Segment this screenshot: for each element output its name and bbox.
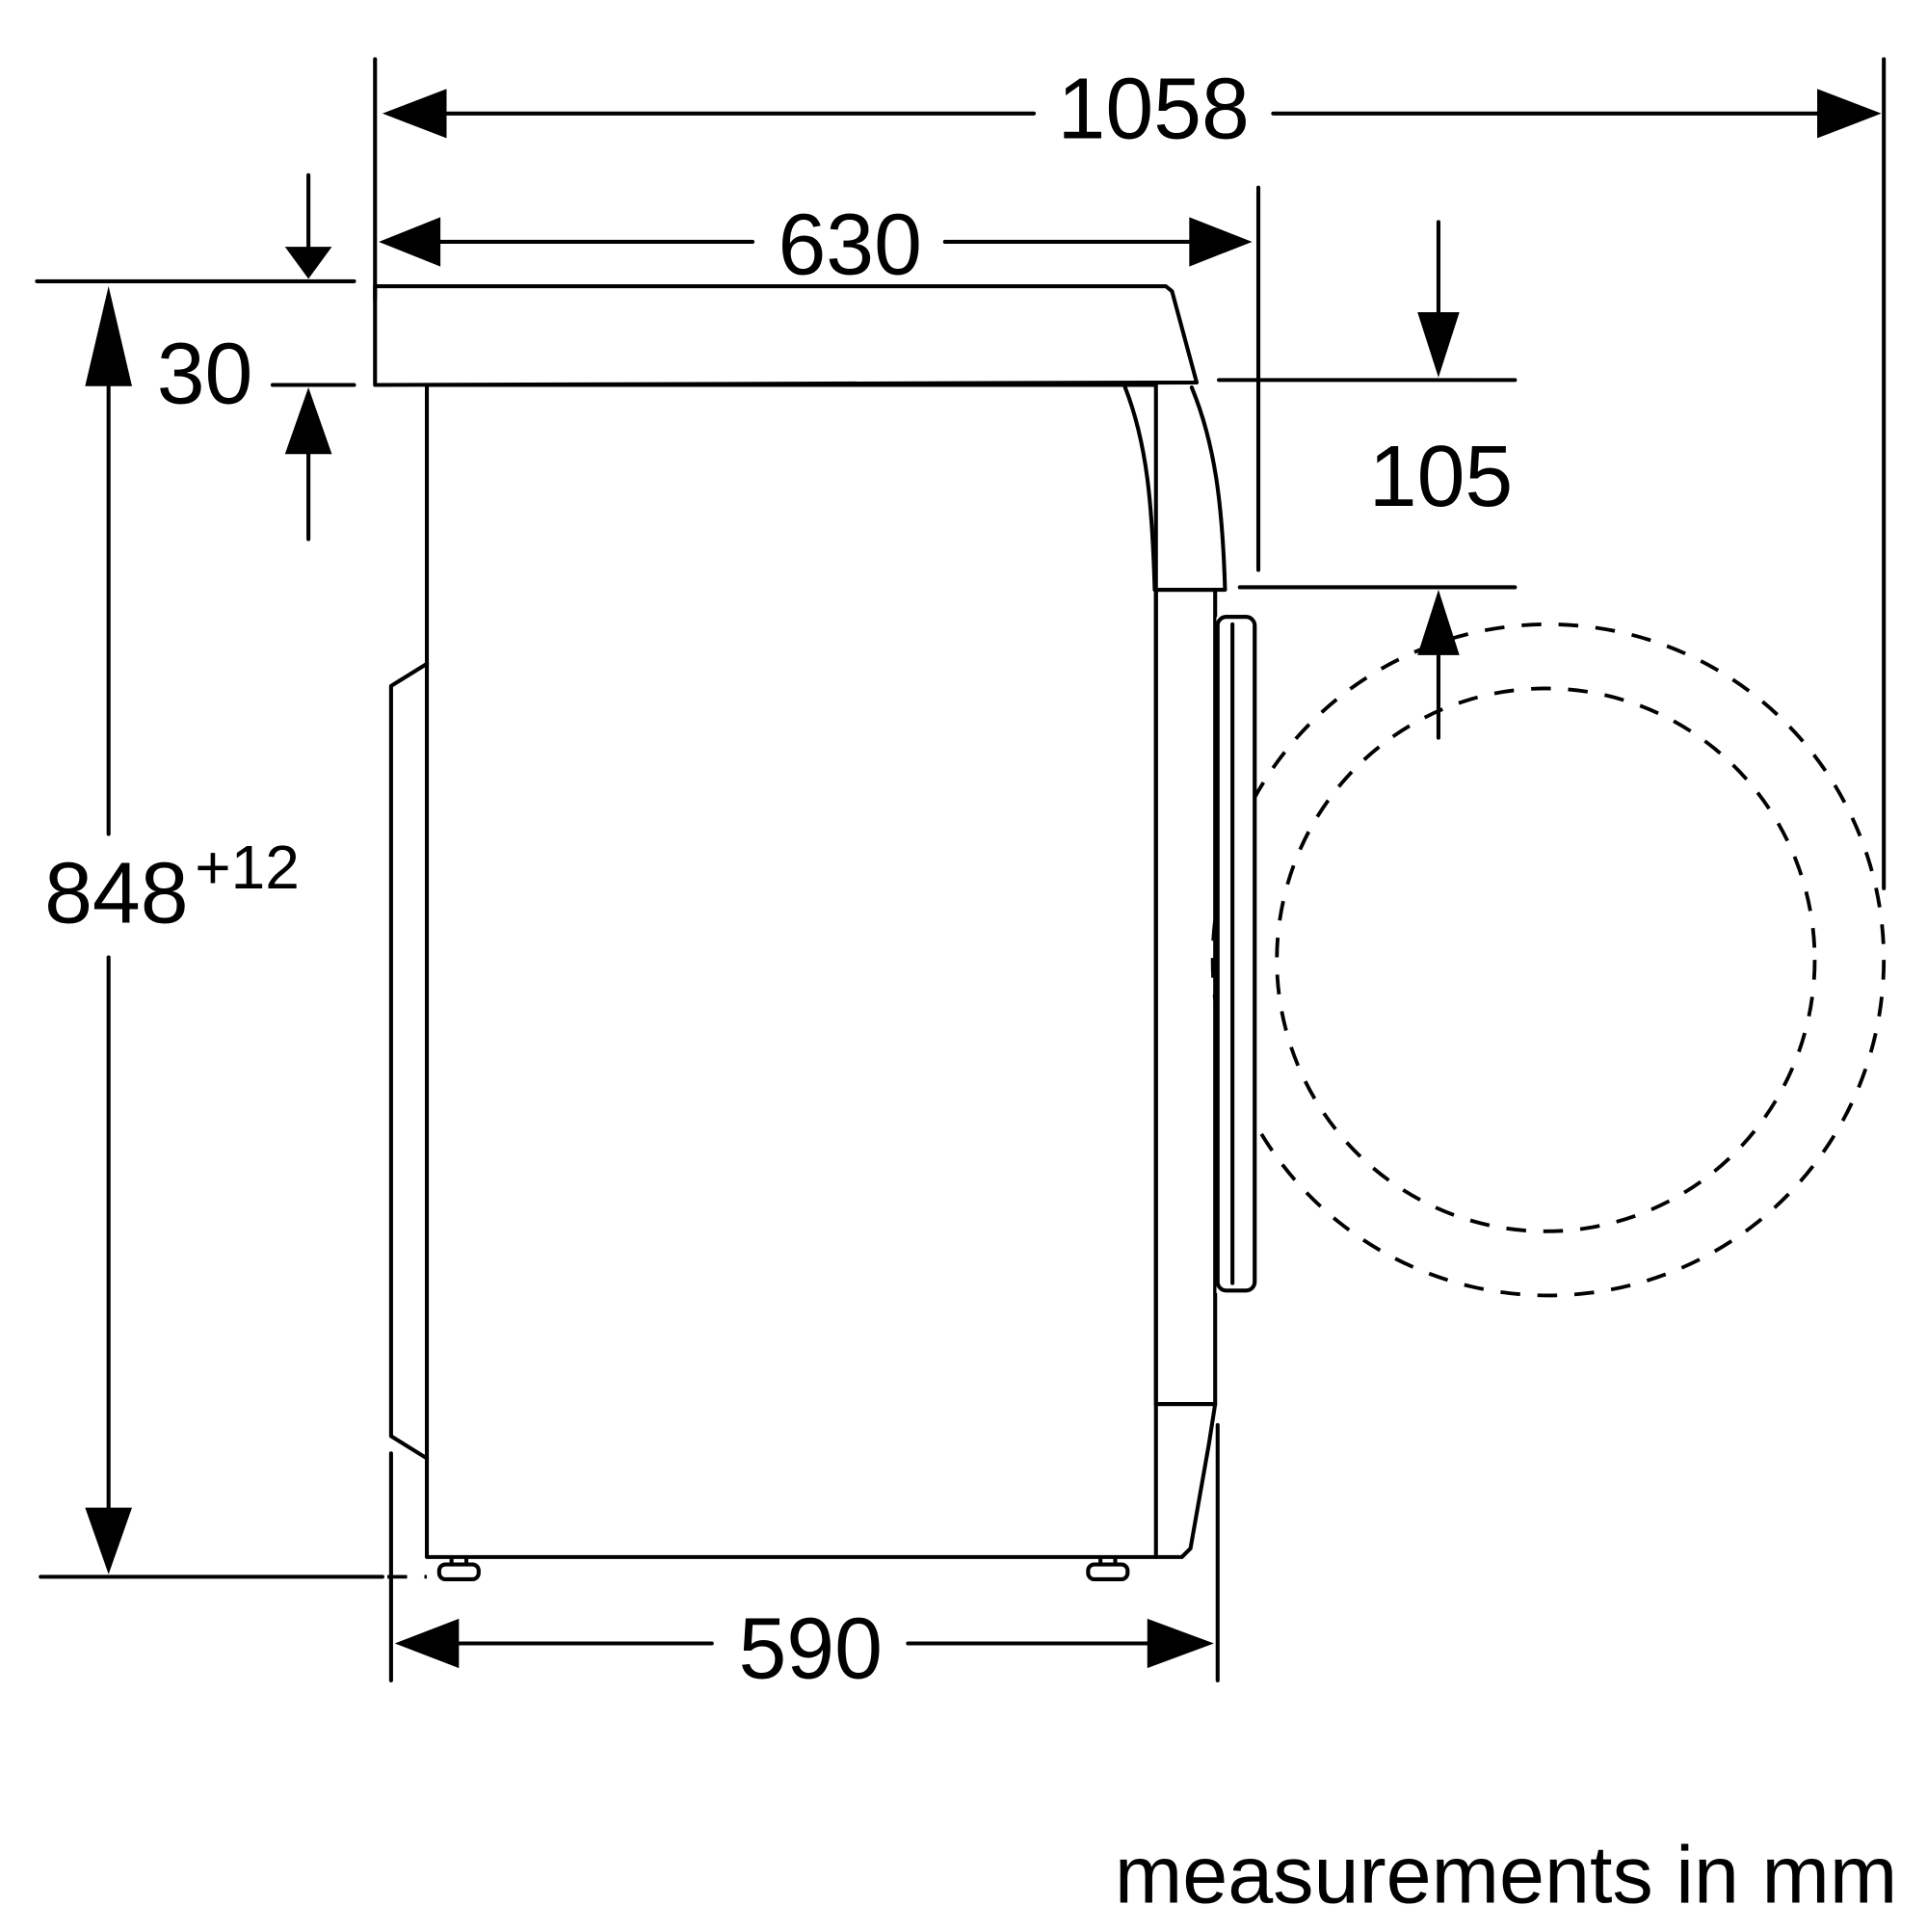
arrow-right-icon [1147,1618,1214,1669]
arrow-down-icon [85,1507,133,1575]
back-panel [388,661,430,1461]
arrow-up-icon [284,387,332,455]
arrow-left-icon [379,217,441,267]
dimension-630: 630 [379,185,1261,572]
plinth [1153,1402,1218,1559]
door-inner-outline [1275,686,1817,1233]
foot-rear [436,1562,481,1581]
dim-label-590: 590 [738,1600,883,1696]
arrow-right-icon [1189,217,1253,267]
front-panel [1153,587,1218,1407]
dimension-105: 105 [1216,220,1518,740]
cabinet-body [424,383,1158,1559]
arrow-left-icon [382,89,447,139]
dim-label-1058: 1058 [1058,60,1250,156]
dimension-30: 30 [35,172,356,542]
dimension-590: 590 [388,1422,1220,1696]
dimension-848: 848 +12 [39,286,384,1579]
arrow-up-icon [1417,590,1460,655]
arrow-left-icon [394,1618,460,1669]
door-swing-arc [1210,615,1887,1298]
dim-label-30: 30 [157,326,253,422]
dim-label-630: 630 [778,196,922,292]
machine-outline [373,284,1257,1581]
arrow-right-icon [1817,89,1882,139]
dim-tolerance: +12 [195,833,300,902]
dimension-1058: 1058 [373,57,1887,890]
control-panel [1122,384,1227,593]
worktop [373,284,1200,387]
door-outer-outline [1210,622,1887,1298]
arrow-down-icon [1417,311,1460,378]
arrow-up-icon [85,286,133,386]
dim-label-105: 105 [1369,428,1514,524]
units-caption: measurements in mm [1115,1829,1897,1919]
foot-front [1086,1562,1130,1581]
arrow-down-icon [284,247,332,279]
dim-label-848: 848 [44,845,189,941]
